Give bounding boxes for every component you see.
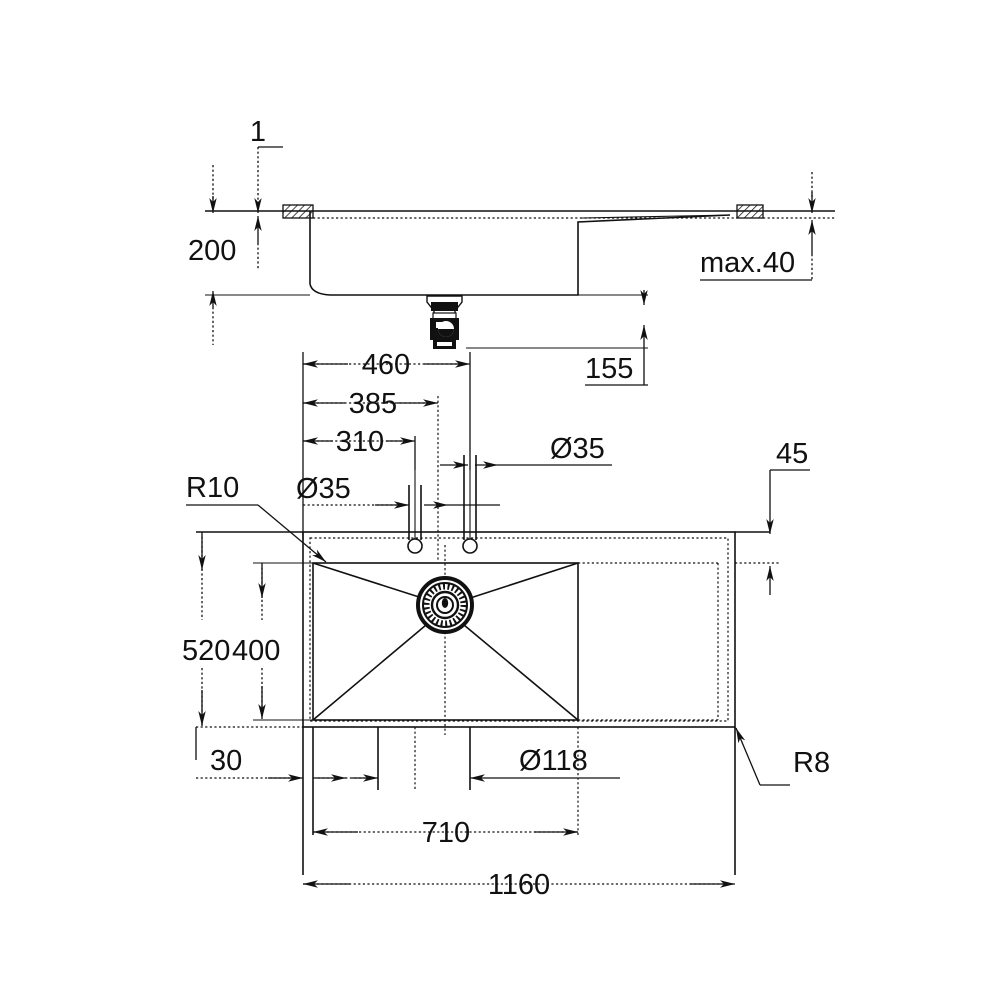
dim-label-30: 30	[210, 745, 242, 777]
dim-label-1160: 1160	[488, 869, 550, 901]
dim-label-520: 520	[182, 635, 230, 667]
dim-385: 385	[303, 388, 438, 420]
waste-hole-icon	[416, 576, 474, 634]
dim-worktop-max40: max.40	[700, 172, 816, 281]
dim-label-310: 310	[336, 426, 384, 458]
dim-bowl-depth-200: 200	[188, 165, 310, 345]
dim-710: 710	[313, 817, 578, 849]
dim-400: 400	[232, 562, 313, 721]
bowl-bottom	[309, 283, 565, 296]
side-section-view: 1 200 max.40	[188, 116, 835, 386]
dim-label-400: 400	[232, 635, 280, 667]
dim-30: 30	[196, 745, 303, 782]
tap-hole-right-marks	[462, 455, 478, 554]
dim-label-45: 45	[776, 438, 808, 470]
sink-outer-rim	[302, 531, 736, 728]
dim-label-155: 155	[585, 353, 633, 385]
dim-label-460: 460	[362, 349, 410, 381]
drainer-edge-underline	[581, 214, 731, 219]
dim-thickness-1: 1	[250, 116, 283, 270]
dim-drain-155: 155	[466, 290, 648, 386]
tap-hole-dimension-stack: 460 385 310 Ø35	[296, 349, 612, 560]
dim-label-1: 1	[250, 116, 266, 148]
dim-1160: 1160	[303, 869, 735, 901]
mounting-clip-left-icon	[282, 204, 314, 219]
dim-310: 310	[303, 426, 415, 458]
dim-label-diameter-35-right: Ø35	[550, 433, 605, 465]
dim-label-max40: max.40	[700, 247, 795, 279]
dim-diameter-35-right: Ø35	[440, 433, 612, 469]
tap-hole-left-marks	[407, 485, 423, 554]
dim-diameter-118: Ø118	[470, 745, 620, 782]
waste-assembly-icon	[426, 295, 463, 349]
sink-rim-inner-dashed	[309, 537, 729, 722]
dim-label-385: 385	[349, 388, 397, 420]
dim-label-R8: R8	[793, 747, 830, 779]
dim-label-R10: R10	[186, 472, 239, 504]
dim-460: 460	[303, 349, 470, 381]
leader-R10: R10	[186, 472, 327, 563]
leader-R8: R8	[735, 727, 830, 786]
dim-45: 45	[735, 438, 810, 595]
dim-label-diameter-118: Ø118	[519, 745, 588, 777]
dim-label-diameter-35-left: Ø35	[296, 473, 351, 505]
dim-diameter-35-left: Ø35	[296, 473, 500, 509]
dim-label-200: 200	[188, 235, 236, 267]
plan-view: R10 R8 45 5	[182, 438, 830, 901]
dim-520: 520	[182, 532, 230, 726]
dim-label-710: 710	[422, 817, 470, 849]
mounting-clip-right-icon	[736, 204, 764, 219]
